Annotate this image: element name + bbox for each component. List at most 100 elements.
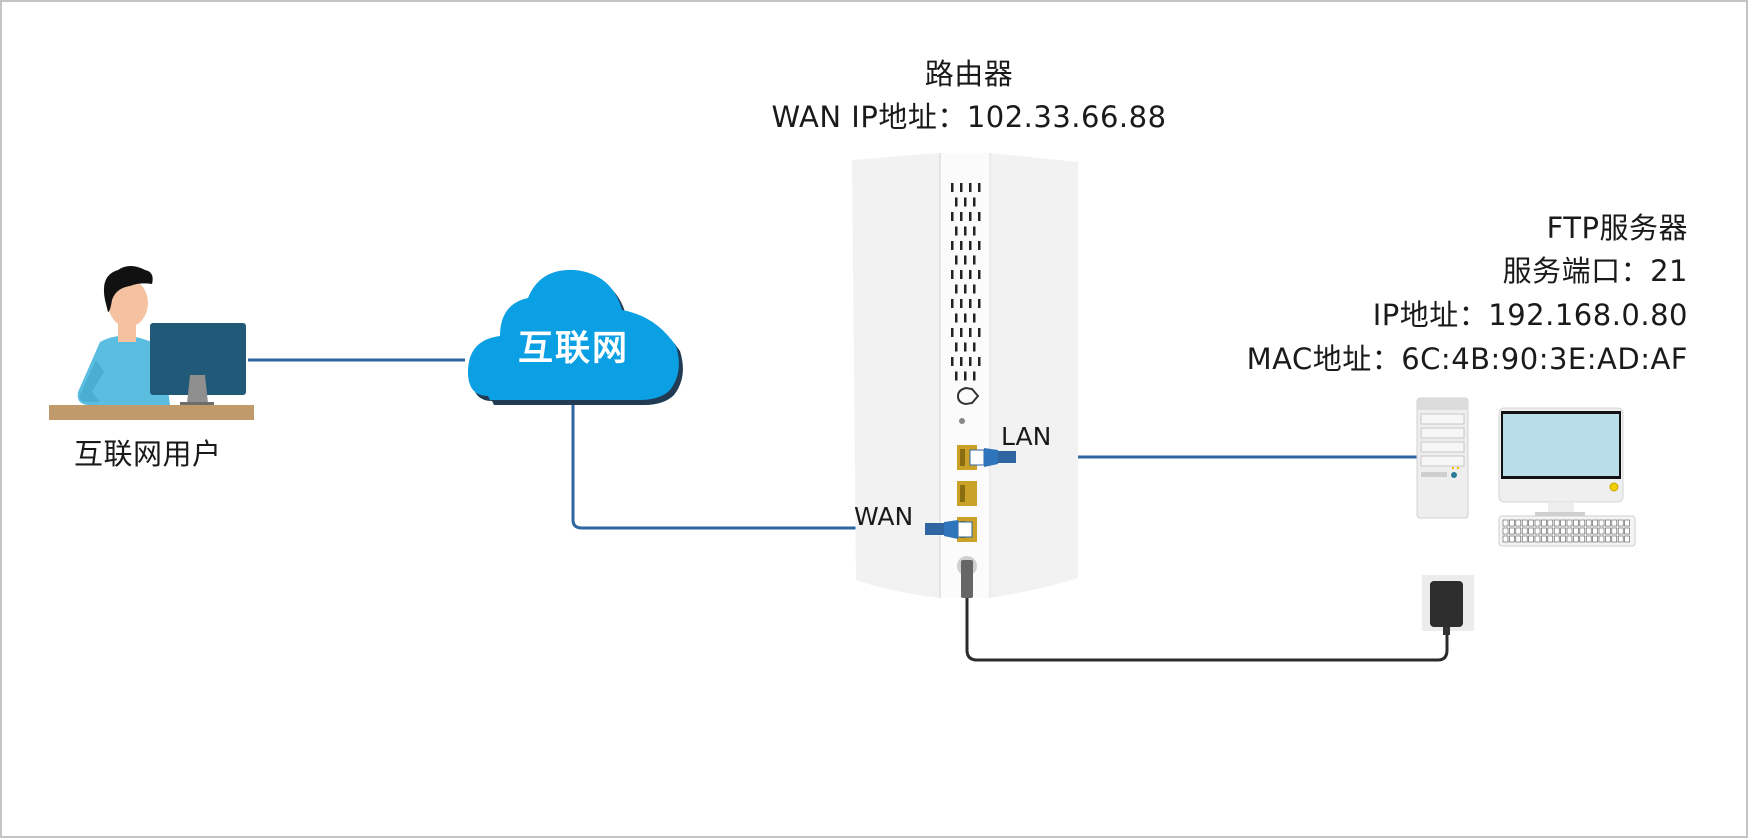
keyboard-key xyxy=(1521,535,1528,543)
vent-slot xyxy=(960,328,963,337)
keyboard-key xyxy=(1573,535,1579,543)
ftp-server-tower-icon xyxy=(1416,397,1469,519)
keyboard-key xyxy=(1605,527,1611,535)
keyboard-key xyxy=(1579,519,1586,527)
internet-cloud-icon xyxy=(468,269,683,405)
keyboard-key xyxy=(1547,535,1554,543)
vent-slot xyxy=(951,270,954,279)
vent-slot xyxy=(951,299,954,308)
keyboard-key xyxy=(1592,527,1598,535)
vent-slot xyxy=(973,371,976,381)
keyboard-key xyxy=(1534,535,1541,543)
vent-slot xyxy=(978,183,981,192)
keyboard-key xyxy=(1573,519,1579,527)
cables xyxy=(248,358,1449,662)
ftp-server-keyboard-icon xyxy=(1498,515,1636,547)
vent-slot xyxy=(973,226,976,236)
vent-slot xyxy=(973,255,976,265)
vent-slot xyxy=(951,183,954,192)
keyboard-key xyxy=(1521,527,1528,535)
lan-port-2 xyxy=(957,481,977,506)
vent-slot xyxy=(955,313,958,323)
person-body-icon xyxy=(77,335,170,405)
vent-slot xyxy=(964,255,967,265)
vent-slot xyxy=(955,284,958,294)
keyboard-key xyxy=(1579,527,1586,535)
keyboard-key xyxy=(1560,527,1566,535)
keyboard-key xyxy=(1521,519,1528,527)
vent-slot xyxy=(969,357,972,366)
keyboard-key xyxy=(1624,519,1630,527)
wan-port-label: WAN xyxy=(854,502,914,531)
vent-slot xyxy=(960,299,963,308)
keyboard-key xyxy=(1585,527,1592,535)
keyboard-key xyxy=(1547,519,1554,527)
vent-slot xyxy=(978,328,981,337)
keyboard-key xyxy=(1528,519,1534,527)
ftp-server-ip: IP地址：192.168.0.80 xyxy=(1372,298,1688,332)
vent-slot xyxy=(964,371,967,381)
person-hair-icon xyxy=(103,266,153,312)
vent-slot xyxy=(978,270,981,279)
router-vents xyxy=(951,183,981,381)
vent-slot xyxy=(960,270,963,279)
ftp-server-port: 服务端口：21 xyxy=(1502,254,1688,288)
vent-slot xyxy=(969,299,972,308)
vent-slot xyxy=(978,357,981,366)
desk xyxy=(49,405,254,420)
vent-slot xyxy=(951,212,954,221)
keyboard-key xyxy=(1553,527,1560,535)
vent-slot xyxy=(955,226,958,236)
keyboard-key xyxy=(1624,535,1630,543)
keyboard-key xyxy=(1611,527,1618,535)
vent-slot xyxy=(969,241,972,250)
cloud-label: 互联网 xyxy=(518,329,630,369)
power-cable xyxy=(965,598,1449,662)
vent-slot xyxy=(964,313,967,323)
lan-port-label: LAN xyxy=(1001,422,1052,451)
keyboard-key xyxy=(1541,527,1547,535)
vent-slot xyxy=(960,241,963,250)
keyboard-key xyxy=(1579,535,1586,543)
user-monitor-icon xyxy=(150,323,246,395)
vent-slot xyxy=(969,270,972,279)
vent-slot xyxy=(955,255,958,265)
keyboard-key xyxy=(1560,535,1566,543)
keyboard-key xyxy=(1515,519,1522,527)
router-illustration xyxy=(852,153,1078,598)
vent-slot xyxy=(951,241,954,250)
keyboard-key xyxy=(1502,527,1509,535)
lan-connector-icon xyxy=(969,448,1016,467)
vent-slot xyxy=(973,284,976,294)
keyboard-key xyxy=(1534,527,1541,535)
keyboard-key xyxy=(1566,519,1573,527)
keyboard-key xyxy=(1624,527,1630,535)
keyboard-key xyxy=(1611,535,1618,543)
vent-slot xyxy=(969,183,972,192)
keyboard-key xyxy=(1515,527,1522,535)
vent-slot xyxy=(951,357,954,366)
cloud-to-wan-cable xyxy=(571,400,925,530)
power-plug-icon xyxy=(961,560,973,598)
vent-slot xyxy=(973,197,976,207)
keyboard-key xyxy=(1509,527,1515,535)
keyboard-key xyxy=(1515,535,1522,543)
mesh-button-icon xyxy=(956,386,980,406)
keyboard-key xyxy=(1509,535,1515,543)
keyboard-key xyxy=(1592,535,1598,543)
keyboard-key xyxy=(1553,535,1560,543)
vent-slot xyxy=(951,328,954,337)
power-adapter-icon xyxy=(1422,575,1474,635)
vent-slot xyxy=(964,284,967,294)
keyboard-key xyxy=(1592,519,1598,527)
vent-slot xyxy=(964,226,967,236)
vent-slot xyxy=(964,342,967,352)
internet-user-label: 互联网用户 xyxy=(74,437,222,471)
keyboard-key xyxy=(1560,519,1566,527)
wan-connector-icon xyxy=(925,520,973,539)
keyboard-key xyxy=(1617,535,1624,543)
keyboard-key xyxy=(1566,527,1573,535)
keyboard-key xyxy=(1598,527,1605,535)
keyboard-key xyxy=(1573,527,1579,535)
